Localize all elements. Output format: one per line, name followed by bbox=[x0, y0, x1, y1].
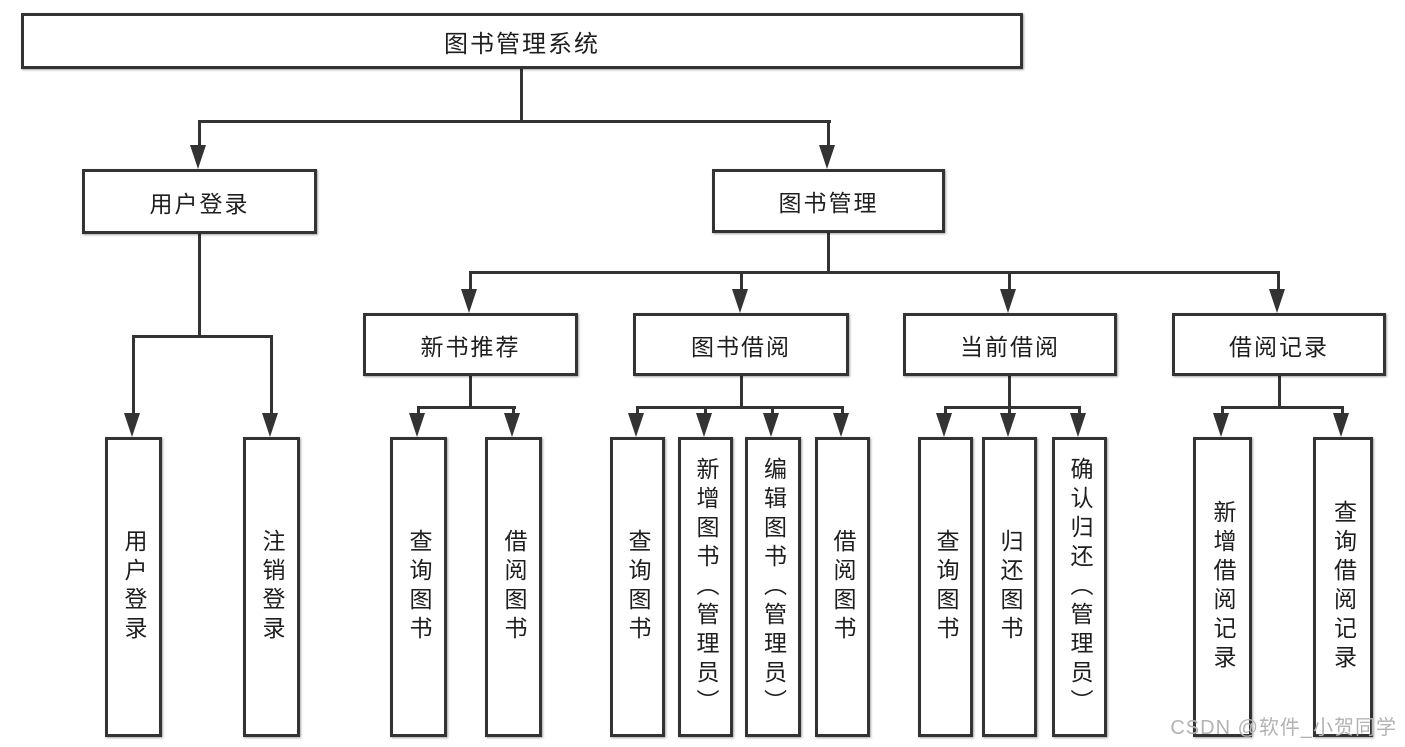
connector-user-login-hbar bbox=[132, 335, 273, 338]
arrowhead bbox=[124, 413, 140, 437]
leaf-logout: 注销登录 bbox=[243, 437, 300, 737]
leaf-query-books-newbooks: 查询图书 bbox=[390, 437, 447, 737]
connector-drop-user-login bbox=[198, 120, 201, 150]
connector-drop-leaf bbox=[270, 335, 273, 415]
arrowhead bbox=[1000, 289, 1016, 313]
connector-drop-leaf bbox=[1078, 406, 1081, 418]
node-book-mgmt: 图书管理 bbox=[712, 169, 945, 233]
connector-drop-leaf bbox=[132, 335, 135, 415]
leaf-query-books-borrow: 查询图书 bbox=[610, 437, 665, 737]
connector-drop-leaf bbox=[1008, 406, 1011, 418]
connector-drop-borrow-records bbox=[1277, 271, 1280, 293]
arrowhead bbox=[1213, 413, 1229, 437]
connector-drop-current-borrow bbox=[1008, 271, 1011, 293]
arrowhead bbox=[696, 413, 712, 437]
arrowhead bbox=[504, 413, 520, 437]
arrowhead bbox=[1000, 413, 1016, 437]
connector-current-borrow-stub bbox=[1008, 376, 1011, 406]
arrowhead bbox=[1070, 413, 1086, 437]
node-current-borrow: 当前借阅 bbox=[903, 313, 1117, 376]
arrowhead bbox=[819, 145, 835, 169]
arrowhead bbox=[190, 145, 206, 169]
leaf-borrow-books-newbooks: 借阅图书 bbox=[485, 437, 542, 737]
connector-book-mgmt-stub bbox=[827, 233, 830, 271]
arrowhead bbox=[628, 413, 644, 437]
leaf-edit-books-admin: 编辑图书（管理员） bbox=[745, 437, 801, 737]
connector-drop-leaf bbox=[841, 406, 844, 418]
connector-drop-leaf bbox=[1221, 406, 1224, 418]
connector-borrow-records-stub bbox=[1278, 376, 1281, 406]
arrowhead bbox=[461, 289, 477, 313]
leaf-query-borrow-record: 查询借阅记录 bbox=[1313, 437, 1373, 737]
connector-drop-leaf bbox=[512, 406, 515, 418]
connector-drop-leaf bbox=[1341, 406, 1344, 418]
watermark-text: CSDN @软件_小贺同学 bbox=[1170, 717, 1397, 739]
leaf-add-books-admin: 新增图书（管理员） bbox=[678, 437, 733, 737]
leaf-confirm-return-admin: 确认归还（管理员） bbox=[1052, 437, 1107, 737]
arrowhead bbox=[763, 413, 779, 437]
connector-drop-leaf bbox=[944, 406, 947, 418]
connector-book-mgmt-hbar bbox=[469, 271, 1280, 274]
connector-new-books-hbar bbox=[417, 406, 516, 409]
connector-borrow-records-hbar bbox=[1221, 406, 1344, 409]
node-borrow-records: 借阅记录 bbox=[1172, 313, 1386, 376]
connector-drop-new-books bbox=[469, 271, 472, 293]
arrowhead bbox=[262, 413, 278, 437]
node-user-login: 用户登录 bbox=[82, 169, 317, 234]
connector-book-borrow-stub bbox=[740, 376, 743, 406]
node-new-books: 新书推荐 bbox=[363, 313, 578, 376]
arrowhead bbox=[1269, 289, 1285, 313]
arrowhead bbox=[833, 413, 849, 437]
leaf-query-books-current: 查询图书 bbox=[918, 437, 973, 737]
leaf-return-books: 归还图书 bbox=[982, 437, 1037, 737]
connector-root-stub bbox=[520, 69, 523, 122]
connector-drop-leaf bbox=[636, 406, 639, 418]
leaf-user-login: 用户登录 bbox=[105, 437, 162, 737]
connector-drop-leaf bbox=[771, 406, 774, 418]
node-root: 图书管理系统 bbox=[21, 13, 1023, 69]
node-book-borrow: 图书借阅 bbox=[633, 313, 849, 376]
leaf-add-borrow-record: 新增借阅记录 bbox=[1193, 437, 1252, 737]
arrowhead bbox=[936, 413, 952, 437]
connector-book-borrow-hbar bbox=[636, 406, 844, 409]
connector-drop-leaf bbox=[704, 406, 707, 418]
connector-new-books-stub bbox=[469, 376, 472, 406]
connector-root-hbar bbox=[198, 120, 831, 123]
arrowhead bbox=[409, 413, 425, 437]
connector-user-login-stub bbox=[198, 234, 201, 335]
arrowhead bbox=[1333, 413, 1349, 437]
leaf-borrow-books: 借阅图书 bbox=[815, 437, 870, 737]
connector-drop-book-mgmt bbox=[827, 120, 830, 150]
arrowhead bbox=[732, 289, 748, 313]
connector-drop-book-borrow bbox=[740, 271, 743, 293]
connector-drop-leaf bbox=[417, 406, 420, 418]
connector-current-borrow-hbar bbox=[944, 406, 1081, 409]
